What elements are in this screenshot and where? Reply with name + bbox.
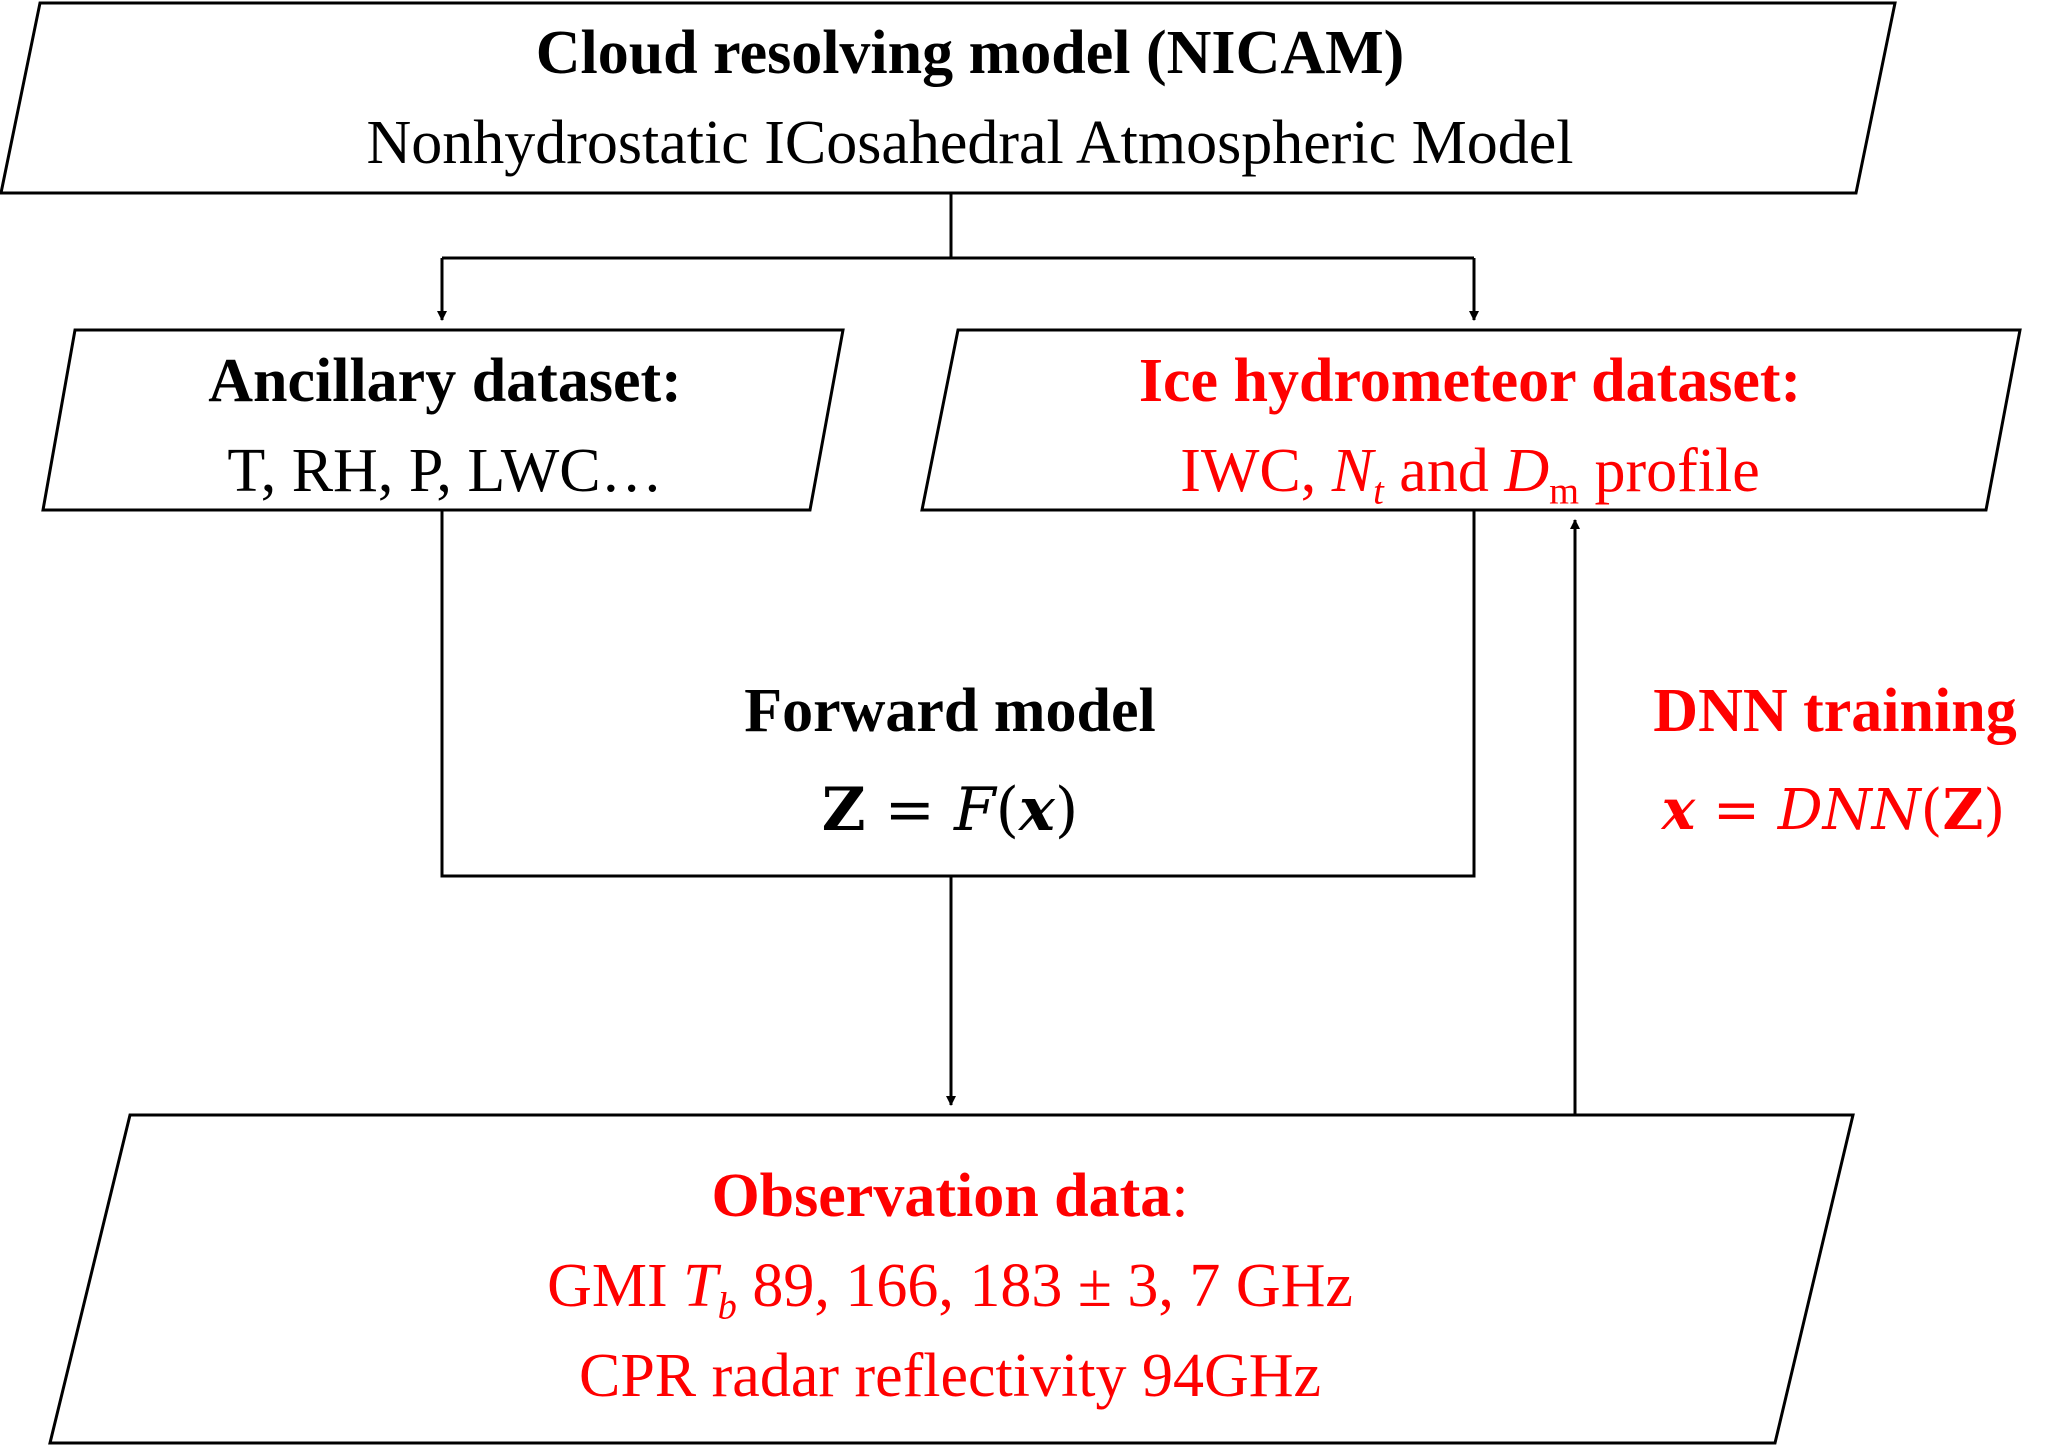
ice-box xyxy=(920,328,2022,512)
ice-and-text: and xyxy=(1383,437,1505,505)
dm-symbol: D xyxy=(1504,437,1550,505)
gmi-prefix: GMI xyxy=(547,1252,684,1320)
observation-title-line: Observation data: xyxy=(150,1165,1750,1227)
observation-colon: : xyxy=(1171,1162,1189,1230)
dnn-eq-arg: Z xyxy=(1942,777,1984,843)
nt-symbol: N xyxy=(1331,437,1374,505)
nicam-subtitle: Nonhydrostatic ICosahedral Atmospheric M… xyxy=(366,109,1574,177)
tb-subscript: b xyxy=(717,1285,737,1328)
dnn-eq-lhs: x xyxy=(1661,777,1696,843)
ice-profile-line: IWC, Nt and Dm profile xyxy=(940,440,2000,511)
forward-eq-arg: x xyxy=(1019,775,1055,845)
nicam-box xyxy=(0,1,1897,195)
observation-cpr-line: CPR radar reflectivity 94GHz xyxy=(578,1342,1322,1410)
dnn-training-equation: x = DNN(Z) xyxy=(1600,782,2067,839)
gmi-frequencies: 89, 166, 183 ± 3, 7 GHz xyxy=(736,1252,1353,1320)
observation-box xyxy=(48,1113,1855,1445)
nicam-title: Cloud resolving model (NICAM) xyxy=(535,19,1405,87)
dnn-eq-op: = xyxy=(1695,778,1778,843)
ancillary-title: Ancillary dataset: xyxy=(208,347,682,415)
ice-title: Ice hydrometeor dataset: xyxy=(1138,347,1802,415)
forward-eq-lhs: Z xyxy=(821,775,866,845)
forward-eq-open: ( xyxy=(995,775,1020,845)
observation-gmi-line: GMI Tb 89, 166, 183 ± 3, 7 GHz xyxy=(150,1255,1750,1326)
observation-title: Observation data xyxy=(711,1162,1172,1230)
dnn-training-title: DNN training xyxy=(1653,677,2017,745)
forward-eq-op: = xyxy=(865,775,954,845)
ancillary-variables: T, RH, P, LWC… xyxy=(227,437,663,505)
nt-subscript: t xyxy=(1373,470,1384,513)
forward-model-title: Forward model xyxy=(744,677,1156,745)
ice-profile-suffix: profile xyxy=(1579,437,1760,505)
dm-subscript: m xyxy=(1549,470,1579,513)
forward-eq-func: F xyxy=(953,775,996,845)
dnn-eq-close: ) xyxy=(1983,778,2006,843)
dnn-eq-open: ( xyxy=(1920,778,1943,843)
forward-eq-close: ) xyxy=(1054,775,1079,845)
forward-model-equation: Z = F(x) xyxy=(600,780,1300,840)
forward-model-frame xyxy=(440,510,1476,878)
tb-symbol: T xyxy=(683,1252,718,1320)
dnn-eq-func: DNN xyxy=(1777,778,1921,843)
ancillary-box xyxy=(41,328,845,512)
ice-profile-prefix: IWC, xyxy=(1180,437,1332,505)
